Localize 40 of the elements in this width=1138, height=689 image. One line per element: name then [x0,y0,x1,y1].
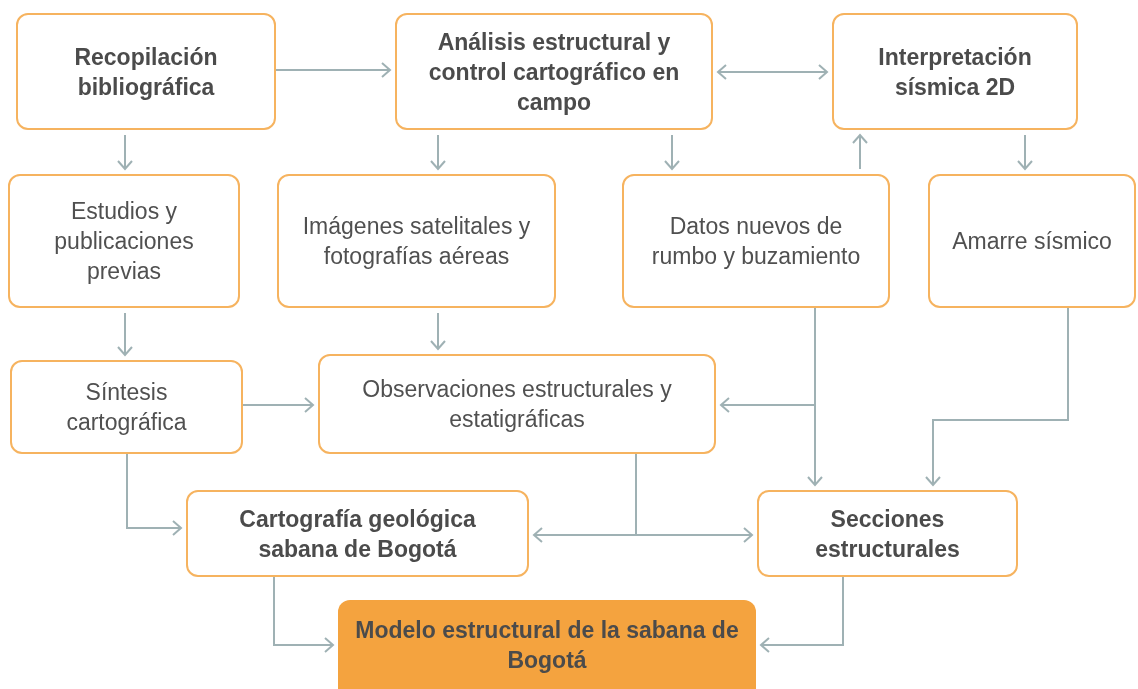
arrow [275,62,391,78]
process-box [277,174,556,308]
arrow [635,453,753,543]
arrow [273,576,334,653]
box-label: Modelo estructural de la sabana de Bogotá [354,615,740,675]
box-label: Estudios y publicaciones previas [53,197,195,286]
arrow [760,576,844,653]
box-label: Imágenes satelitales y fotografías aéreas [301,212,532,271]
box-label: Amarre sísmico [952,227,1112,256]
arrow [1017,134,1033,170]
arrow [117,134,133,170]
arrow [126,453,182,536]
process-box [622,174,890,308]
box-label: Recopilación bibliográfica [73,42,219,102]
arrow [925,307,1069,486]
arrow [117,312,133,356]
arrow [807,307,823,486]
box-label: Síntesis cartográfica [65,378,188,437]
arrow [664,134,680,170]
arrow [430,134,446,170]
arrow [242,397,314,413]
process-box [8,174,240,308]
process-box [186,490,529,577]
process-box [928,174,1136,308]
box-label: Datos nuevos de rumbo y buzamiento [650,212,862,271]
process-box [395,13,713,130]
box-label: Interpretación sísmica 2D [877,42,1033,102]
process-box [16,13,276,130]
process-box [757,490,1018,577]
process-box [832,13,1078,130]
box-label: Observaciones estructurales y estatigráficas [361,375,673,434]
process-box [318,354,716,454]
box-label: Secciones estructurales [814,504,961,564]
arrow [717,64,828,80]
process-box [10,360,243,454]
arrow [852,134,868,170]
box-label: Análisis estructural y control cartográfico en campo [427,27,681,117]
result-box [338,600,756,689]
arrow [430,312,446,350]
box-label: Cartografía geológica sabana de Bogotá [238,504,477,564]
